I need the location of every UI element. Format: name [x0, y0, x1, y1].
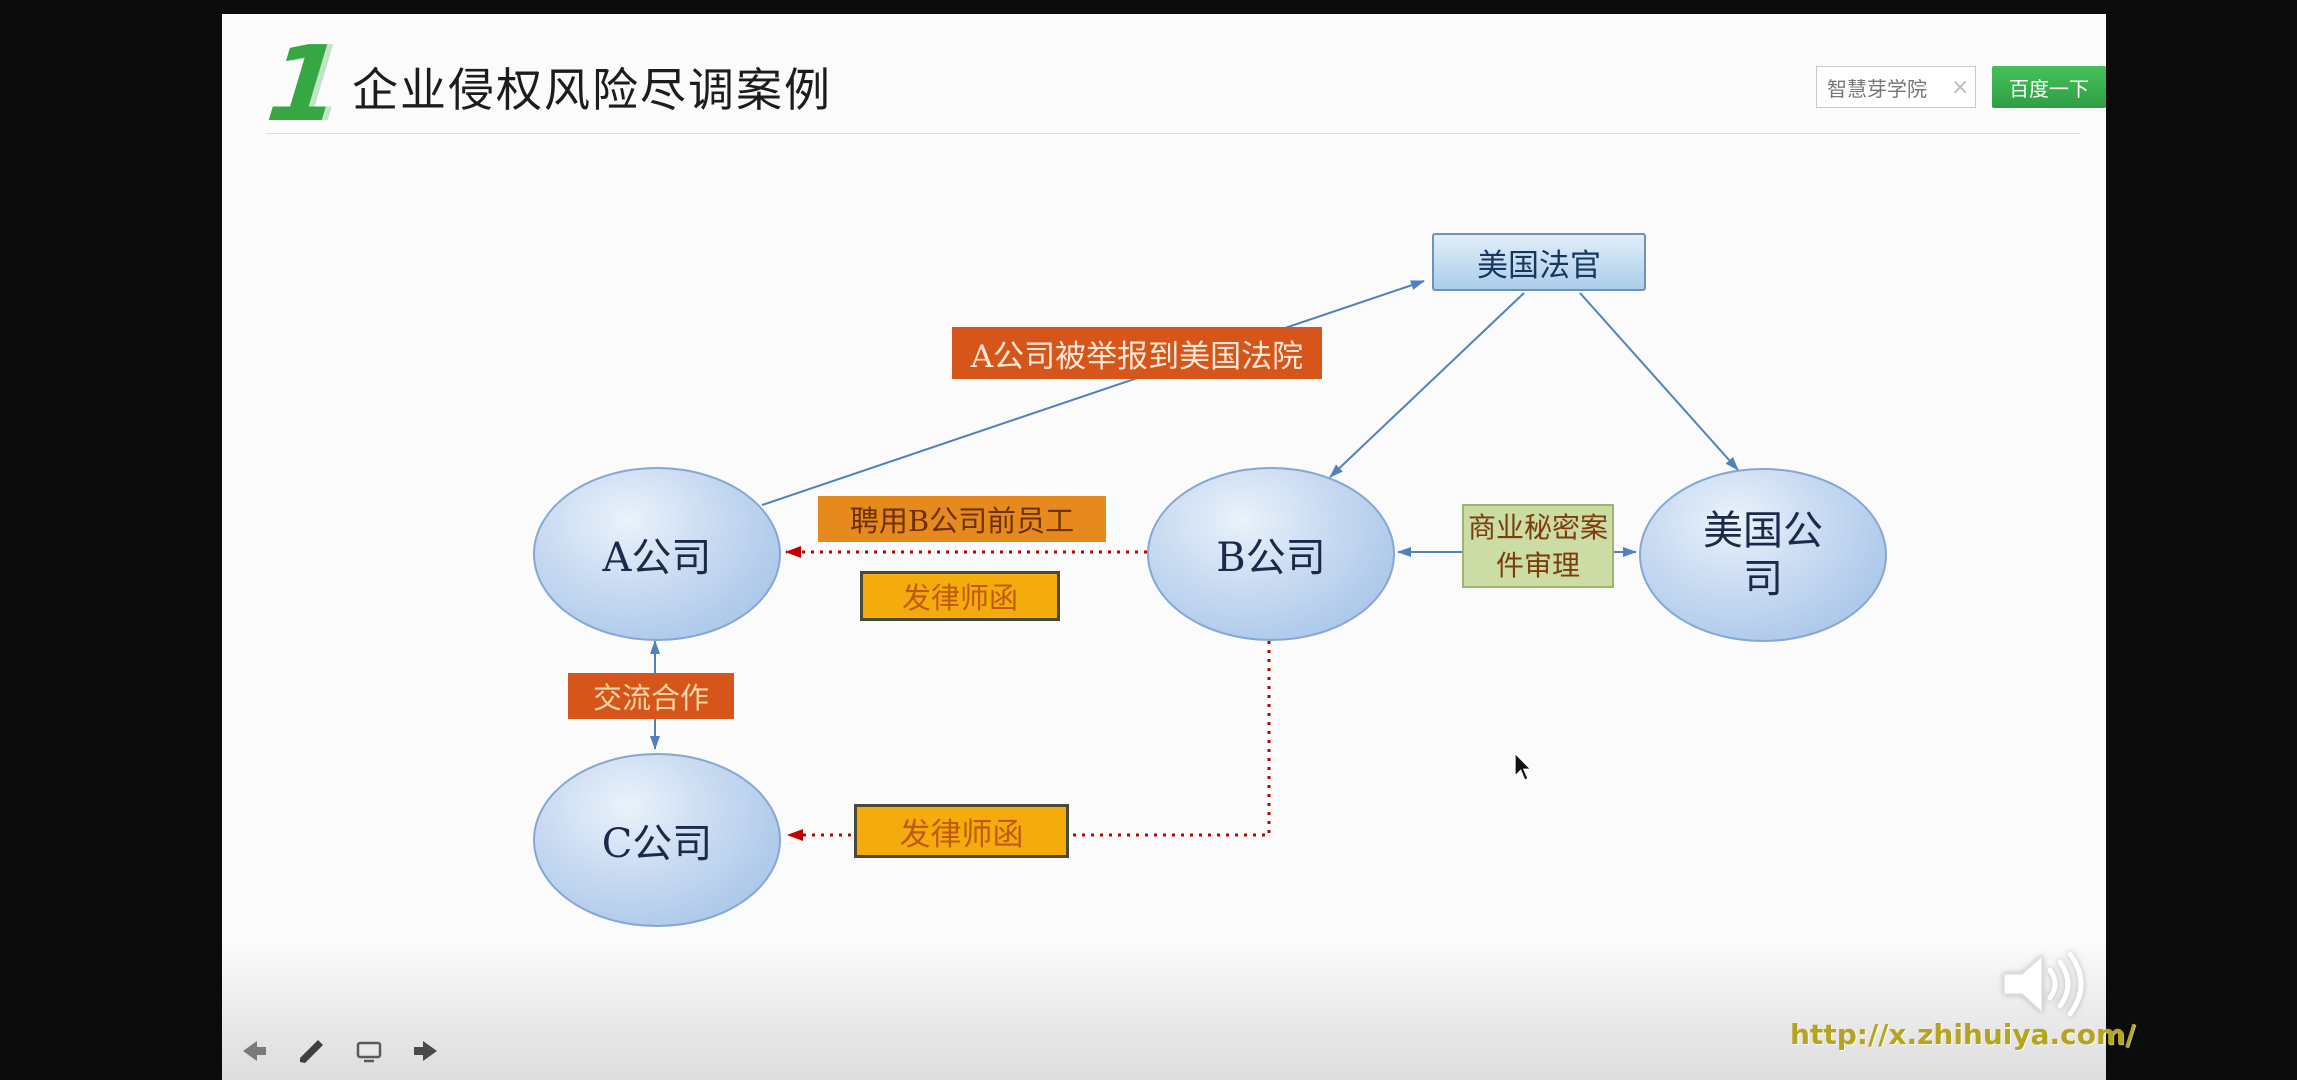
node-us-company-label: 美国公司: [1703, 508, 1823, 602]
search-box: ×: [1816, 66, 1976, 108]
label-lawyer-letter-2: 发律师函: [854, 804, 1069, 858]
slide-number-logo: 1: [261, 23, 347, 145]
label-hired-former-employees: 聘用B公司前员工: [818, 496, 1106, 542]
node-company-c: C公司: [533, 753, 781, 927]
site-url: http://x.zhihuiya.com/: [1790, 1018, 2136, 1051]
monitor-icon: [356, 1041, 382, 1063]
page-title: 企业侵权风险尽调案例: [352, 63, 832, 117]
label-cooperation: 交流合作: [568, 673, 734, 719]
label-trade-secret-trial: 商业秘密案件审理: [1462, 504, 1614, 588]
label-lawyer-letter-1: 发律师函: [860, 571, 1060, 621]
search-input[interactable]: [1825, 74, 1947, 100]
node-company-a: A公司: [533, 467, 781, 641]
node-us-judge: 美国法官: [1432, 233, 1646, 291]
node-company-b: B公司: [1147, 467, 1395, 641]
left-arrow-icon: [243, 1041, 266, 1061]
pen-icon: [300, 1040, 323, 1063]
prev-slide-button[interactable]: [236, 1034, 270, 1068]
screen-options-button[interactable]: [352, 1034, 386, 1068]
pen-tool-button[interactable]: [294, 1034, 328, 1068]
node-us-company: 美国公司: [1639, 468, 1887, 642]
presenter-toolbar: [236, 1034, 444, 1068]
speaker-icon[interactable]: [1996, 942, 2096, 1032]
label-reported-to-us-court: A公司被举报到美国法院: [952, 327, 1322, 379]
next-slide-button[interactable]: [410, 1034, 444, 1068]
search-button[interactable]: 百度一下: [1992, 66, 2106, 108]
clear-icon[interactable]: ×: [1951, 74, 1970, 100]
mouse-cursor: [1514, 752, 1533, 782]
header-divider: [266, 133, 2080, 134]
right-arrow-icon: [414, 1041, 437, 1061]
